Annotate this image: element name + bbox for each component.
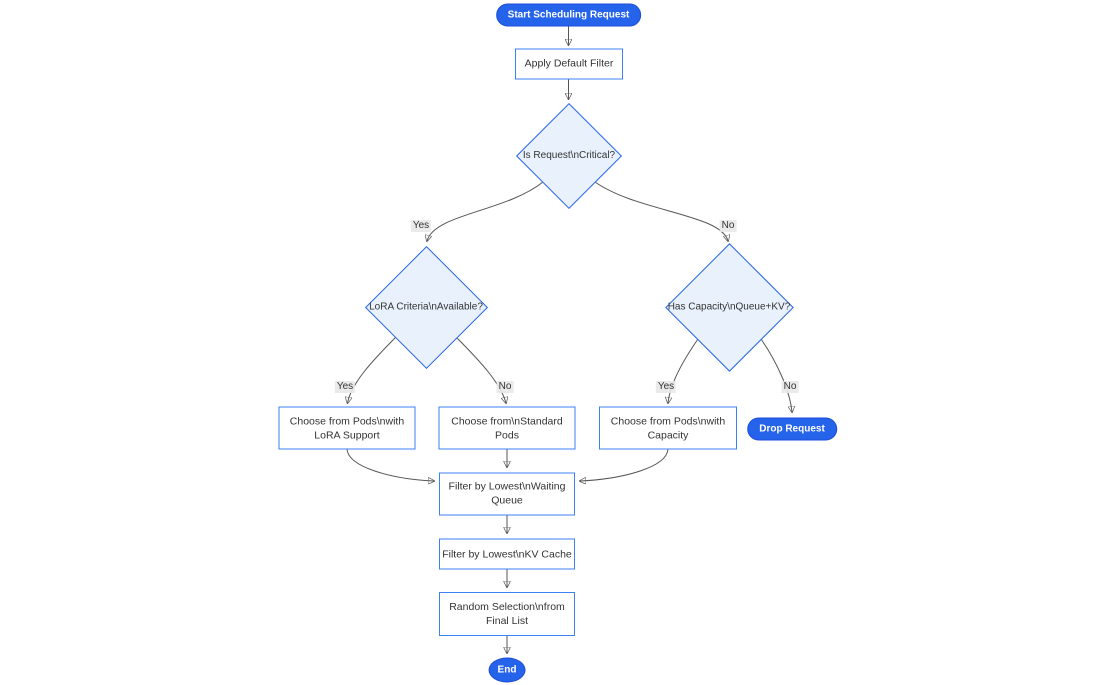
edge-lora-no — [455, 336, 506, 403]
node-random-selection-line1: Random Selection\nfrom — [449, 601, 565, 613]
node-drop-request: Drop Request — [747, 417, 837, 440]
edge-capacity-yes — [668, 338, 699, 403]
node-end: End — [488, 657, 526, 683]
node-is-request-critical-label: Is Request\nCritical? — [522, 150, 616, 161]
node-filter-waiting-queue: Filter by Lowest\nWaiting Queue — [439, 472, 575, 515]
node-lora-criteria-available: LoRA Criteria\nAvailable? — [364, 245, 488, 369]
node-drop-request-label: Drop Request — [759, 423, 825, 434]
node-filter-kv-cache-label: Filter by Lowest\nKV Cache — [442, 548, 572, 560]
edge-label-critical-yes: Yes — [410, 220, 432, 232]
node-apply-default-filter: Apply Default Filter — [515, 48, 623, 79]
node-start-label: Start Scheduling Request — [507, 9, 630, 20]
edge-label-lora-yes: Yes — [334, 381, 356, 393]
node-choose-lora-pods-line2: LoRA Support — [314, 429, 380, 441]
node-filter-waiting-queue-line2: Queue — [491, 494, 523, 507]
edge-label-lora-no: No — [496, 381, 514, 393]
node-has-capacity-queue-kv-label: Has Capacity\nQueue+KV? — [667, 301, 791, 313]
node-random-selection: Random Selection\nfrom Final List — [439, 592, 575, 636]
node-is-request-critical: Is Request\nCritical? — [515, 102, 623, 209]
node-lora-criteria-available-label: LoRA Criteria\nAvailable? — [369, 301, 483, 313]
node-has-capacity-queue-kv: Has Capacity\nQueue+KV? — [664, 242, 794, 372]
node-choose-standard-pods-line2: Pods — [495, 429, 519, 441]
edge-label-capacity-no: No — [781, 381, 799, 393]
edge-lora-yes — [348, 336, 397, 403]
edge-capacity-no — [760, 338, 792, 412]
node-apply-default-filter-label: Apply Default Filter — [524, 57, 614, 70]
node-end-label: End — [497, 664, 517, 676]
node-choose-capacity-pods: Choose from Pods\nwith Capacity — [599, 406, 737, 450]
node-random-selection-line2: Final List — [485, 615, 528, 627]
edge-label-capacity-yes: Yes — [655, 381, 677, 393]
edge-critical-yes — [427, 181, 544, 241]
node-choose-standard-pods: Choose from\nStandard Pods — [438, 406, 576, 450]
node-choose-lora-pods: Choose from Pods\nwith LoRA Support — [278, 406, 416, 450]
node-choose-standard-pods-line1: Choose from\nStandard — [451, 415, 563, 427]
node-start: Start Scheduling Request — [495, 3, 642, 26]
node-choose-capacity-pods-line2: Capacity — [647, 429, 689, 441]
node-choose-capacity-pods-line1: Choose from Pods\nwith — [610, 415, 726, 427]
node-choose-lora-pods-line1: Choose from Pods\nwith — [289, 415, 405, 427]
edge-label-critical-no: No — [719, 220, 737, 232]
edge-capacitypods-to-waitingqueue — [580, 448, 669, 481]
node-filter-waiting-queue-line1: Filter by Lowest\nWaiting — [448, 480, 566, 493]
edge-lorapods-to-waitingqueue — [346, 448, 434, 481]
node-filter-kv-cache: Filter by Lowest\nKV Cache — [439, 538, 575, 570]
edge-critical-no — [594, 181, 728, 241]
